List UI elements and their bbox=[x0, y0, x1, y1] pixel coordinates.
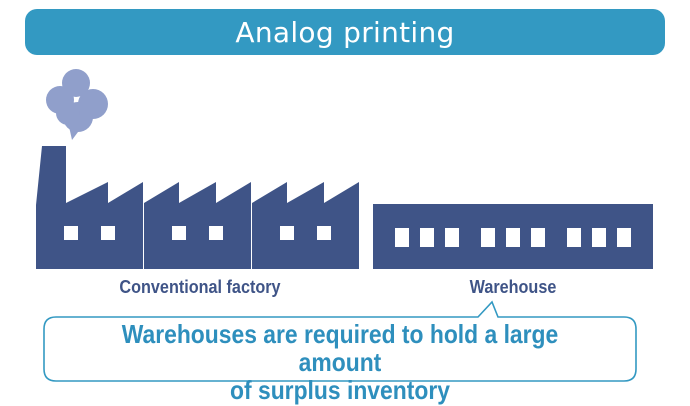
smoke-cloud-icon bbox=[46, 69, 108, 140]
factory-windows bbox=[64, 226, 331, 240]
warehouse-windows bbox=[395, 228, 631, 247]
callout-line-1: Warehouses are required to hold a large … bbox=[121, 319, 559, 377]
callout-text: Warehouses are required to hold a large … bbox=[80, 320, 601, 404]
warehouse-icon bbox=[373, 204, 653, 269]
callout-line-2: of surplus inventory bbox=[230, 375, 450, 405]
factory-icon bbox=[36, 146, 359, 269]
callout-bubble bbox=[43, 300, 637, 382]
warehouse-label: Warehouse bbox=[469, 277, 557, 297]
header-bar: Analog printing bbox=[25, 9, 665, 55]
factory-label: Conventional factory bbox=[119, 277, 281, 297]
page-title: Analog printing bbox=[235, 15, 455, 49]
